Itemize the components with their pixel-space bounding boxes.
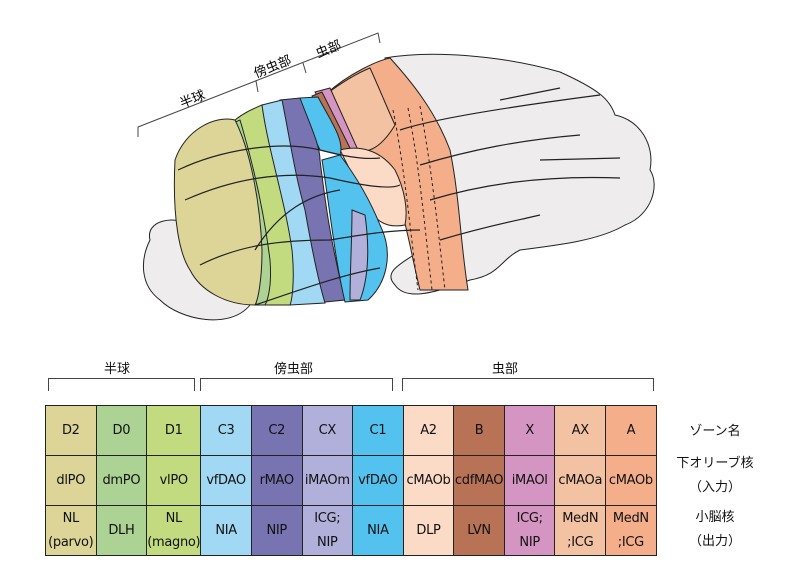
zone-name-cell: X — [503, 405, 556, 456]
cell-text: C1 — [369, 422, 387, 438]
olive-input-cell: cMAOb — [402, 455, 455, 506]
nucleus-output-cell: NIA — [352, 505, 404, 556]
table-row-name: D2 D0 D1 C3 C2 CX C1 A2 B X AX A — [45, 405, 657, 456]
cell-text: X — [525, 422, 534, 438]
cell-text: vfDAO — [206, 472, 246, 488]
row-label-output: 小脳核 — [695, 510, 735, 525]
nucleus-output-cell: MedN ;ICG — [605, 505, 657, 556]
cell-text: MedN — [612, 510, 649, 526]
nucleus-output-cell: NL (parvo) — [45, 505, 97, 556]
group-bracket-paravermis — [200, 378, 393, 391]
group-label-hemisphere: 半球 — [104, 362, 131, 377]
cell-text: cMAOa — [558, 472, 603, 488]
nucleus-output-cell: DLH — [95, 505, 148, 556]
nucleus-output-cell: ICG; NIP — [503, 505, 556, 556]
cell-text: iMAOm — [304, 472, 350, 488]
cerebellum-illustration: 半球 傍虫部 虫部 — [137, 32, 655, 321]
nucleus-output-cell: ICG; NIP — [301, 505, 354, 556]
row-label-zone: ゾーン名 — [689, 424, 741, 439]
cell-text: CX — [318, 422, 337, 438]
cell-text-line2: (magno) — [147, 534, 201, 550]
cell-text: C3 — [217, 422, 235, 438]
cell-text: dmPO — [102, 472, 141, 488]
cell-text: NIA — [215, 522, 237, 538]
cell-text: C2 — [268, 422, 286, 438]
row-label-input: 下オリーブ核 — [676, 456, 754, 471]
cell-text: NL — [62, 510, 80, 526]
cell-text: NL — [165, 510, 183, 526]
cell-text-line2: NIP — [317, 534, 338, 550]
cell-text: dlPO — [56, 472, 86, 488]
table-row-output: NL (parvo) DLH NL (magno) NIA NIP ICG; NIP NIA DLP… — [45, 505, 657, 556]
cell-text: ICG; — [516, 510, 543, 526]
cell-text: MedN — [562, 510, 599, 526]
zone-name-cell: A — [605, 405, 657, 456]
cell-text: rMAO — [259, 472, 295, 488]
zone-name-cell: C1 — [352, 405, 404, 456]
olive-input-cell: vfDAO — [352, 455, 404, 506]
zone-name-cell: D2 — [45, 405, 97, 456]
cell-text: A2 — [420, 422, 437, 438]
nucleus-output-cell: NIP — [250, 505, 303, 556]
cell-text: cMAOb — [406, 472, 451, 488]
cell-text-line2: ;ICG — [567, 534, 594, 550]
cell-text: DLH — [108, 522, 135, 538]
row-label-input-sub: （入力） — [688, 480, 741, 495]
cell-text: ICG; — [314, 510, 341, 526]
olive-input-cell: cMAOb — [605, 455, 657, 506]
cell-text: DLP — [416, 522, 441, 538]
olive-input-cell: cMAOa — [554, 455, 607, 506]
cell-text: vfDAO — [358, 472, 398, 488]
olive-input-cell: rMAO — [250, 455, 303, 506]
label-paravermis: 傍虫部 — [252, 52, 294, 81]
label-hemisphere: 半球 — [178, 88, 208, 112]
olive-input-cell: dmPO — [95, 455, 148, 506]
olive-input-cell: iMAOl — [503, 455, 556, 506]
olive-input-cell: iMAOm — [301, 455, 354, 506]
nucleus-output-cell: DLP — [402, 505, 455, 556]
cell-text: B — [474, 422, 484, 438]
zone-name-cell: AX — [554, 405, 607, 456]
group-bracket-hemisphere — [48, 378, 195, 391]
cell-text: cdfMAO — [454, 472, 504, 488]
cell-text: NIA — [367, 522, 389, 538]
nucleus-output-cell: NL (magno) — [146, 505, 202, 556]
olive-input-cell: dlPO — [45, 455, 97, 506]
olive-input-cell: vfDAO — [200, 455, 252, 506]
cell-text: LVN — [467, 522, 491, 538]
label-vermis: 虫部 — [314, 38, 344, 62]
olive-input-cell: cdfMAO — [453, 455, 505, 506]
zone-name-cell: B — [453, 405, 505, 456]
row-label-output-sub: （出力） — [688, 534, 741, 549]
zone-name-cell: D1 — [146, 405, 202, 456]
group-bracket-vermis — [402, 378, 654, 391]
cell-text: cMAOb — [608, 472, 653, 488]
group-label-vermis: 虫部 — [492, 362, 519, 377]
nucleus-output-cell: NIA — [200, 505, 252, 556]
cell-text-line2: NIP — [519, 534, 540, 550]
cell-text: AX — [571, 422, 590, 438]
group-label-paravermis: 傍虫部 — [274, 362, 314, 377]
olive-input-cell: vlPO — [146, 455, 202, 506]
cell-text: D0 — [112, 422, 131, 438]
zone-name-cell: A2 — [402, 405, 455, 456]
hemisphere-zone-d2 — [173, 118, 263, 306]
cell-text-line2: ;ICG — [617, 534, 644, 550]
cell-text-line2: (parvo) — [48, 534, 94, 550]
cell-text: NIP — [266, 522, 287, 538]
zone-name-cell: C3 — [200, 405, 252, 456]
cell-text: D1 — [164, 422, 183, 438]
cell-text: vlPO — [159, 472, 188, 488]
nucleus-output-cell: LVN — [453, 505, 505, 556]
cell-text: D2 — [61, 422, 80, 438]
cell-text: iMAOl — [511, 472, 548, 488]
zone-name-cell: CX — [301, 405, 354, 456]
zone-name-cell: C2 — [250, 405, 303, 456]
nucleus-output-cell: MedN ;ICG — [554, 505, 607, 556]
cell-text: A — [626, 422, 636, 438]
zone-name-cell: D0 — [95, 405, 148, 456]
